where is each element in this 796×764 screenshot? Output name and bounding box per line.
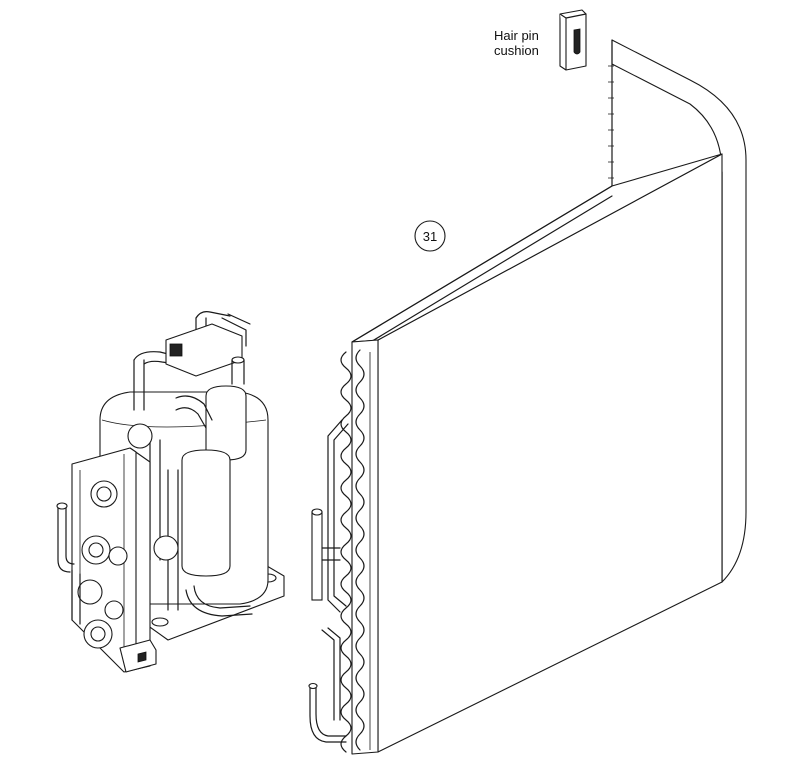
- coil-hairpin-bends: [340, 349, 371, 753]
- compressor-assembly: [56, 311, 285, 673]
- hairpin-cushion-part: [559, 9, 587, 71]
- hairpin-label-line2: cushion: [494, 43, 539, 58]
- callout-31: [414, 220, 446, 252]
- service-valves: [56, 480, 128, 649]
- condenser-coil: [308, 39, 747, 755]
- hairpin-cushion-label: Hair pin cushion: [494, 28, 539, 58]
- coil-header-pipes: [308, 419, 349, 743]
- hairpin-label-line1: Hair pin: [494, 28, 539, 43]
- callout-31-label: 31: [422, 229, 438, 244]
- coil-fin-ticks: [608, 65, 614, 179]
